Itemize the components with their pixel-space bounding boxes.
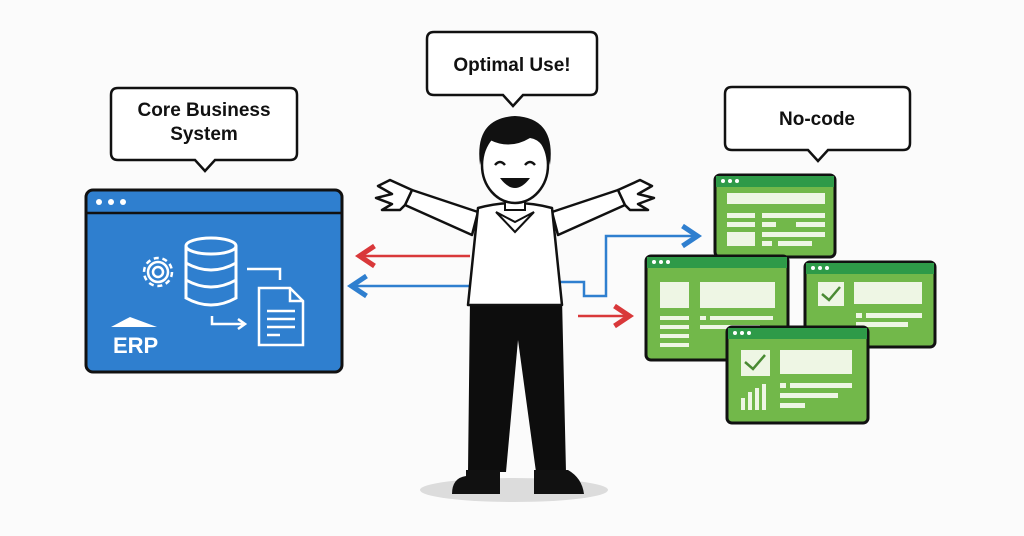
pants: [468, 298, 566, 472]
connector-arrow-icon: [247, 267, 282, 280]
optimal-use-label: Optimal Use!: [453, 55, 570, 76]
hair: [479, 116, 551, 165]
checkmark-icon: [744, 354, 766, 371]
collar: [495, 211, 535, 234]
left-arm: [403, 188, 480, 237]
bar-chart-icon: [741, 384, 766, 410]
left-shoe: [452, 470, 500, 494]
blue-arrow-right: [560, 223, 703, 298]
erp-label: ERP: [113, 333, 158, 358]
speech-bubble-core-business: Core Business System: [109, 86, 299, 173]
erp-window: ERP: [84, 188, 344, 374]
checkmark-icon: [821, 286, 841, 302]
person-figure: [374, 116, 656, 502]
core-business-label-line1: Core Business: [137, 100, 270, 121]
shirt: [466, 201, 564, 307]
window-dots-icon: [96, 199, 126, 205]
database-icon: [184, 236, 238, 307]
no-code-label: No-code: [779, 109, 855, 130]
right-arrow-icon: [210, 316, 248, 331]
right-shoe: [534, 470, 584, 494]
erp-roof-icon: [111, 317, 157, 327]
core-business-label-line2: System: [170, 124, 238, 145]
smile: [500, 178, 530, 188]
left-hand: [374, 178, 414, 212]
document-icon: [257, 286, 305, 347]
nocode-window-top: [713, 173, 837, 259]
right-arm: [550, 188, 627, 237]
speech-bubble-optimal-use: Optimal Use!: [425, 30, 599, 108]
gear-icon: [142, 256, 174, 288]
speech-bubble-no-code: No-code: [723, 85, 912, 163]
nocode-window-front: [725, 325, 870, 425]
right-hand: [616, 178, 656, 212]
